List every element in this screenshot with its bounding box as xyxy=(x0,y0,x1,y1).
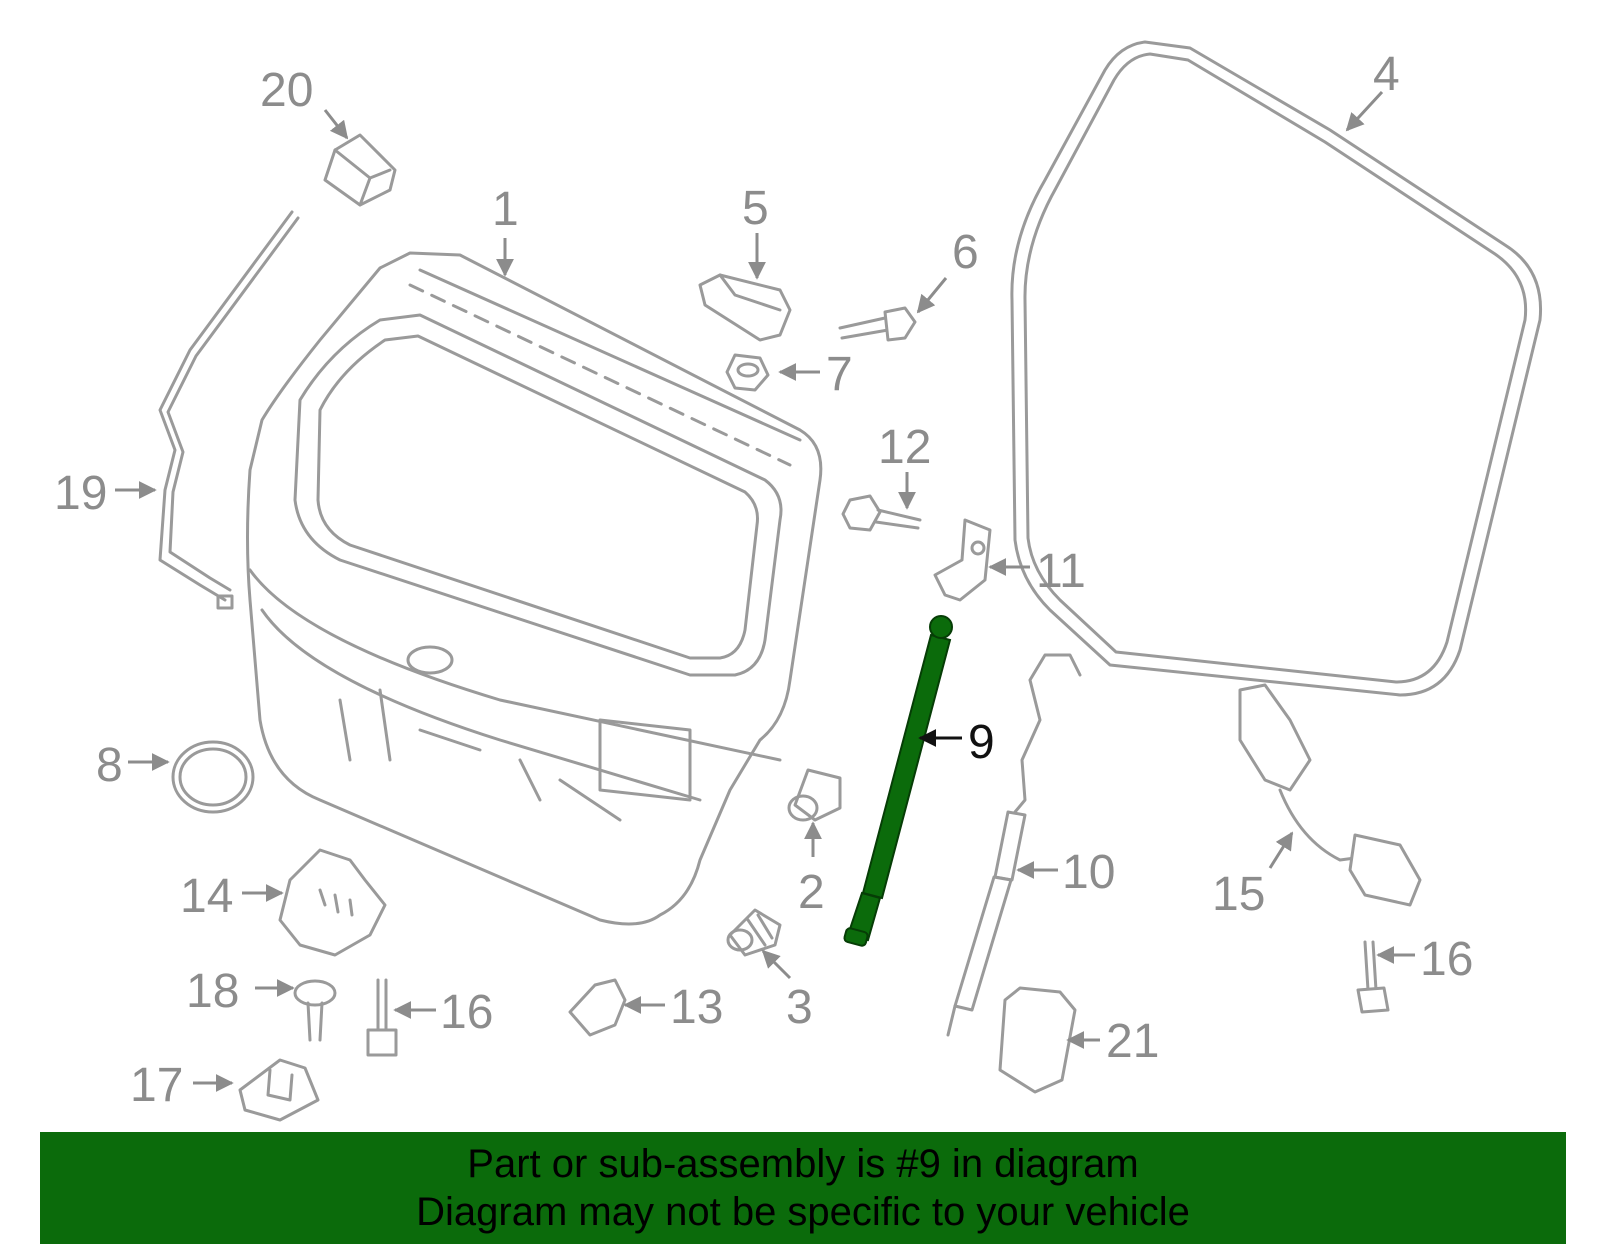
callout-14: 14 xyxy=(180,870,233,923)
callout-18: 18 xyxy=(186,965,239,1018)
gas-strut-part-9 xyxy=(843,615,953,947)
callout-11: 11 xyxy=(1036,545,1086,598)
nut-part-7 xyxy=(725,353,770,392)
callout-6: 6 xyxy=(952,226,979,279)
liftgate-panel-part xyxy=(246,251,823,926)
callout-9: 9 xyxy=(968,716,995,769)
pad-part-21 xyxy=(998,986,1077,1094)
info-banner: Part or sub-assembly is #9 in diagram Di… xyxy=(40,1132,1566,1244)
bolt-part-6 xyxy=(838,306,917,342)
callout-19: 19 xyxy=(54,467,107,520)
callout-10: 10 xyxy=(1062,846,1115,899)
wiring-harness-part xyxy=(158,210,300,610)
banner-line-2: Diagram may not be specific to your vehi… xyxy=(416,1190,1190,1234)
leader-lines xyxy=(115,90,1415,1092)
grommet-part-8 xyxy=(171,740,255,814)
bumper-part-2 xyxy=(787,768,842,822)
callout-16-right: 16 xyxy=(1420,933,1473,986)
callout-17: 17 xyxy=(130,1059,183,1112)
callout-3: 3 xyxy=(786,981,813,1034)
callout-12: 12 xyxy=(878,421,931,474)
cover-part-14 xyxy=(278,848,387,957)
fastener-part-18 xyxy=(293,979,337,1042)
power-strut-part-10 xyxy=(946,653,1082,1037)
callout-1: 1 xyxy=(492,183,519,236)
clip-part-13 xyxy=(568,978,627,1037)
latch-part-15 xyxy=(1238,683,1422,907)
callout-2: 2 xyxy=(798,866,825,919)
callout-7: 7 xyxy=(826,348,853,401)
callout-20: 20 xyxy=(260,64,313,117)
stopper-part-3 xyxy=(726,908,782,957)
callout-5: 5 xyxy=(742,182,769,235)
bolt-part-16-left xyxy=(366,978,398,1057)
callout-4: 4 xyxy=(1373,48,1400,101)
callout-21: 21 xyxy=(1106,1015,1159,1068)
callout-15: 15 xyxy=(1212,868,1265,921)
banner-line-1: Part or sub-assembly is #9 in diagram xyxy=(467,1142,1139,1186)
callout-8: 8 xyxy=(96,739,123,792)
bolt-part-16-right xyxy=(1356,940,1390,1014)
part-20 xyxy=(323,133,397,207)
weatherstrip-part xyxy=(1010,40,1543,697)
callout-16-left: 16 xyxy=(440,986,493,1039)
callout-13: 13 xyxy=(670,981,723,1034)
bracket-part-11 xyxy=(933,518,992,602)
part-5 xyxy=(698,273,792,342)
bolt-part-12 xyxy=(841,494,922,532)
striker-part-17 xyxy=(238,1058,320,1122)
